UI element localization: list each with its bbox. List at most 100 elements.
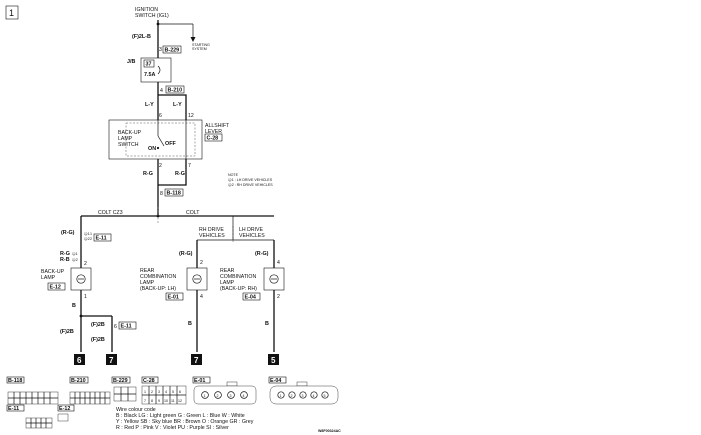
cv-c28-pin-4: 4 <box>165 390 167 394</box>
pin-e01-out: 4 <box>200 294 203 300</box>
arrow-starting <box>190 37 196 42</box>
wire-label-rg-star1: R-G <box>60 251 70 257</box>
rh-drive-1: RH DRIVE <box>199 227 224 233</box>
cv-e04-pin-1: 1 <box>280 394 282 398</box>
ignition-switch-label-2: SWITCH (IG1) <box>135 13 169 19</box>
rear-rh-label-1: REAR <box>220 268 235 274</box>
switch-off: OFF <box>165 141 176 147</box>
cv-e01-pin-4: 4 <box>243 394 245 398</box>
rear-rh-label-3: LAMP <box>220 280 235 286</box>
connector-e11b: E-11 <box>121 324 132 330</box>
connector-c28: C-28 <box>207 136 219 142</box>
switch-dash-outline <box>125 122 196 157</box>
wire-label-top: (F)2L-B <box>132 34 151 40</box>
rear-lamp-rh-bulb <box>269 274 279 284</box>
fuse-symbol <box>157 65 161 75</box>
star-2-wire: ☹2 <box>72 257 78 262</box>
cv-c28-body <box>141 385 187 405</box>
cv-c28-pin-11: 11 <box>171 399 175 403</box>
cv-e04-pin-2: 2 <box>291 394 293 398</box>
connector-b229: B-229 <box>165 48 180 54</box>
cv-b210-tag <box>69 376 89 384</box>
switch-contact-on <box>156 146 160 150</box>
note-title: NOTE <box>228 173 239 177</box>
wire-label-b-rear-rh: B <box>265 321 269 327</box>
starting-system-2: SYSTEM <box>192 47 207 51</box>
wire-label-ly-right: L-Y <box>173 102 182 108</box>
switch-blade <box>157 135 165 147</box>
cv-e01-pins <box>201 391 248 399</box>
cv-e04-pins <box>277 391 329 399</box>
cv-e01: E-01 <box>194 378 205 384</box>
lh-drive-1: LH DRIVE <box>239 227 263 233</box>
pin-e01-in: 2 <box>200 260 203 266</box>
lh-drive-2: VEHICLES <box>239 233 265 239</box>
lever-label-2: LEVER <box>205 129 222 135</box>
connector-b118: B-118 <box>167 191 181 197</box>
pin-e11-1: 1 <box>90 232 92 236</box>
wire-label-ly-left: L-Y <box>145 102 154 108</box>
pin-e04-in: 4 <box>277 260 280 266</box>
wire-label-2b-left: (F)2B <box>60 329 74 335</box>
rear-lh-label-4: (BACK-UP: LH) <box>140 286 176 292</box>
lever-label-1: ALLSHIFT <box>205 123 230 129</box>
colour-code-row-2: Y : Yellow SB : Sky blue BR : Brown O : … <box>116 419 254 425</box>
cv-c28-pin-3: 3 <box>158 390 160 394</box>
switch-on: ON <box>148 146 156 152</box>
colour-code-row-3: R : Red P : Pink V : Violet PU : Purple … <box>116 425 229 431</box>
cv-e04-latch <box>296 381 308 387</box>
cv-c28-pin-6: 6 <box>179 390 181 394</box>
ground-5: 5 <box>271 356 276 365</box>
cv-e04-pin-3: 3 <box>302 394 304 398</box>
cv-e04-pin-5: 5 <box>324 394 326 398</box>
cv-e01-tag <box>192 376 211 384</box>
ground-6: 6 <box>77 356 82 365</box>
figure-number-box <box>5 5 19 20</box>
rear-lh-label-3: LAMP <box>140 280 155 286</box>
rear-rh-label-4: (BACK-UP: RH) <box>220 286 257 292</box>
ground-7b-box <box>191 354 202 365</box>
cv-c28-pin-12: 12 <box>178 399 182 403</box>
colour-code-row-1: B : Black LG : Light green G : Green L :… <box>116 413 245 419</box>
pin-e12-in: 2 <box>84 261 87 267</box>
wire-rg-right <box>158 159 187 186</box>
cv-e04-tag <box>268 376 287 384</box>
wire-label-2b-bottom: (F)2B <box>91 337 105 343</box>
connector-e11-tag <box>93 233 112 242</box>
cv-b118-tag <box>6 376 25 384</box>
wire-label-rg-rh: (R-G) <box>179 251 193 257</box>
figure-number: 1 <box>9 8 14 18</box>
cv-e11: E-11 <box>8 406 19 412</box>
switch-label-1: BACK-UP <box>118 130 142 136</box>
cv-e11-tag <box>6 404 25 412</box>
connector-e11: E-11 <box>96 236 107 242</box>
cv-c28: C-28 <box>143 378 155 384</box>
connector-b229-tag <box>162 45 182 54</box>
pin-sw-in-r: 12 <box>188 113 194 119</box>
ground-6-box <box>74 354 85 365</box>
back-up-lamp-switch-box <box>108 119 203 160</box>
pin-b210: 4 <box>160 88 163 94</box>
cv-b118-body <box>7 391 59 405</box>
backup-lamp-label-2: LAMP <box>41 275 56 281</box>
wire-label-b-rear-lh: B <box>188 321 192 327</box>
cv-b229: B-229 <box>113 378 128 384</box>
cv-e04-pin-4: 4 <box>313 394 315 398</box>
rear-rh-label-2: COMBINATION <box>220 274 256 280</box>
wire-label-2b-mid: (F)2B <box>91 322 105 328</box>
colour-code-title: Wire colour code <box>116 407 156 413</box>
rear-lh-label-2: COMBINATION <box>140 274 176 280</box>
cv-c28-pin-5: 5 <box>172 390 174 394</box>
wire-label-rg-lh: (R-G) <box>255 251 269 257</box>
fuse-number: 37 <box>146 62 152 68</box>
cv-e12: E-12 <box>59 406 70 412</box>
jb-label: J/B <box>127 59 135 65</box>
cv-b210: B-210 <box>71 378 86 384</box>
cv-c28-pin-10: 10 <box>164 399 168 403</box>
pin-b118: 8 <box>160 191 163 197</box>
star-1-e11: ☹1 <box>84 231 90 236</box>
cv-e04: E-04 <box>270 378 281 384</box>
connector-b210-tag <box>165 85 185 94</box>
rear-lamp-lh-bulb <box>192 274 202 284</box>
pin-b229: 3 <box>159 47 162 53</box>
